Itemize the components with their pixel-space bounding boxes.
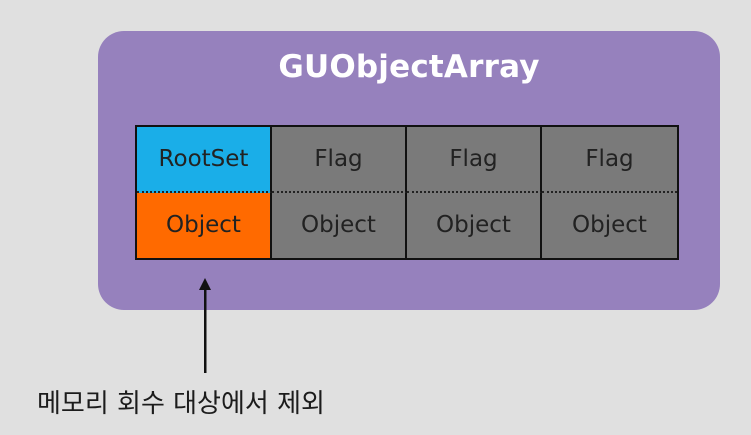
cell-object: Object — [407, 192, 542, 258]
cell-flag: Flag — [542, 127, 677, 193]
guobjectarray-container: GUObjectArray RootSet Flag Flag Flag Obj… — [98, 31, 720, 310]
cell-object: Object — [272, 192, 407, 258]
cell-object-highlighted: Object — [137, 192, 272, 258]
exclusion-caption: 메모리 회수 대상에서 제외 — [37, 389, 325, 419]
cell-flag: Flag — [407, 127, 542, 193]
cell-rootset: RootSet — [137, 127, 272, 193]
up-arrow-icon — [199, 278, 211, 373]
cell-object: Object — [542, 192, 677, 258]
cell-flag: Flag — [272, 127, 407, 193]
diagram-title: GUObjectArray — [278, 49, 540, 85]
object-array-grid: RootSet Flag Flag Flag Object Object Obj… — [135, 125, 679, 260]
